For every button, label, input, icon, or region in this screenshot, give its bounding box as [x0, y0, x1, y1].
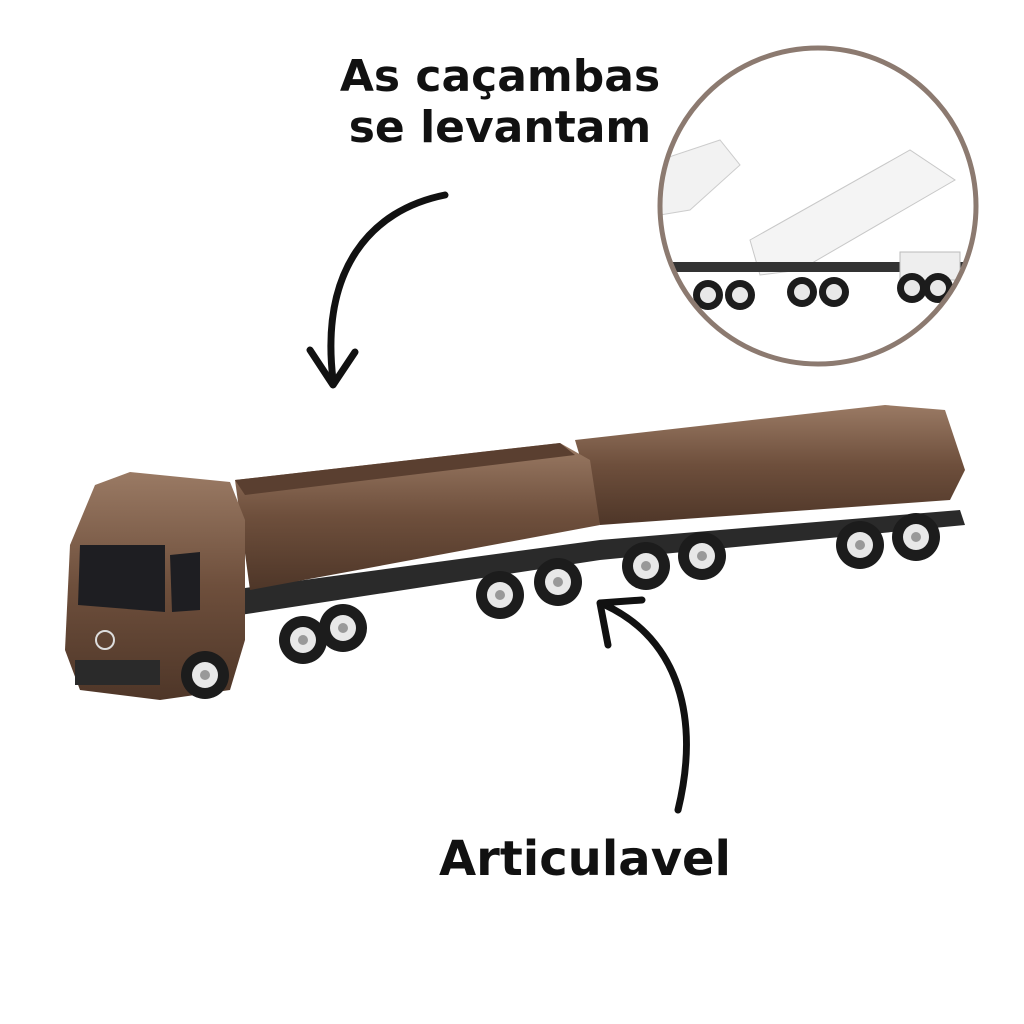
curved-arrow-bottom — [601, 601, 690, 814]
rear-dump-bed — [575, 405, 965, 525]
curved-arrow-top — [327, 191, 449, 384]
arrow-head-bottom — [596, 596, 646, 649]
caption-line-2: se levantam — [348, 101, 652, 153]
arrow-head-top — [306, 346, 359, 389]
caption-line-1: As caçambas — [339, 51, 661, 102]
articulated-caption: Articulavel — [439, 831, 731, 887]
truck-model — [65, 405, 965, 700]
dump-beds-lift-caption: As caçambas se levantam — [330, 51, 670, 153]
dump-bed-raised-inset — [657, 45, 979, 367]
